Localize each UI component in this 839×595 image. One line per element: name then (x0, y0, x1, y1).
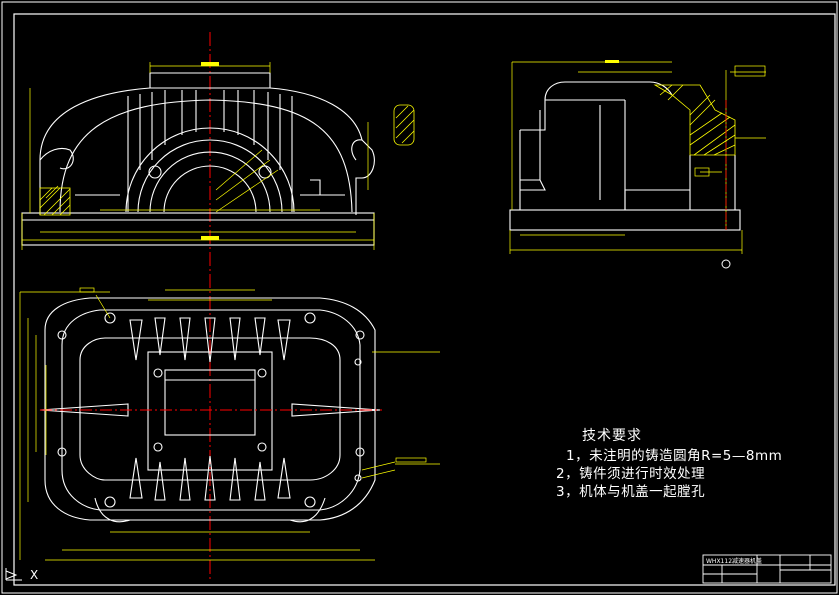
technical-requirement-2: 2，铸件须进行时效处理 (556, 466, 706, 482)
front-view-section-hatch (39, 104, 415, 216)
side-view[interactable] (509, 81, 741, 231)
title-block-drawing-name: WHX112减速器机盖 (706, 557, 762, 565)
side-view-section-hatch (653, 84, 736, 156)
datum-symbol (721, 259, 731, 269)
ucs-icon (5, 568, 22, 581)
technical-requirement-1: 1，未注明的铸造圆角R=5—8mm (566, 448, 783, 464)
front-view-ear-hatch (45, 185, 59, 199)
front-view[interactable] (21, 72, 375, 246)
front-view-dimensions (21, 62, 375, 250)
ucs-axis-label: X (30, 568, 38, 582)
technical-requirements-title: 技术要求 (582, 428, 642, 444)
title-block[interactable] (702, 554, 832, 584)
inner-frame (13, 13, 836, 586)
side-view-dimensions (509, 60, 766, 254)
technical-requirement-3: 3，机体与机盖一起膛孔 (556, 484, 706, 500)
top-view-dimensions (19, 287, 440, 561)
top-view[interactable] (39, 297, 381, 523)
